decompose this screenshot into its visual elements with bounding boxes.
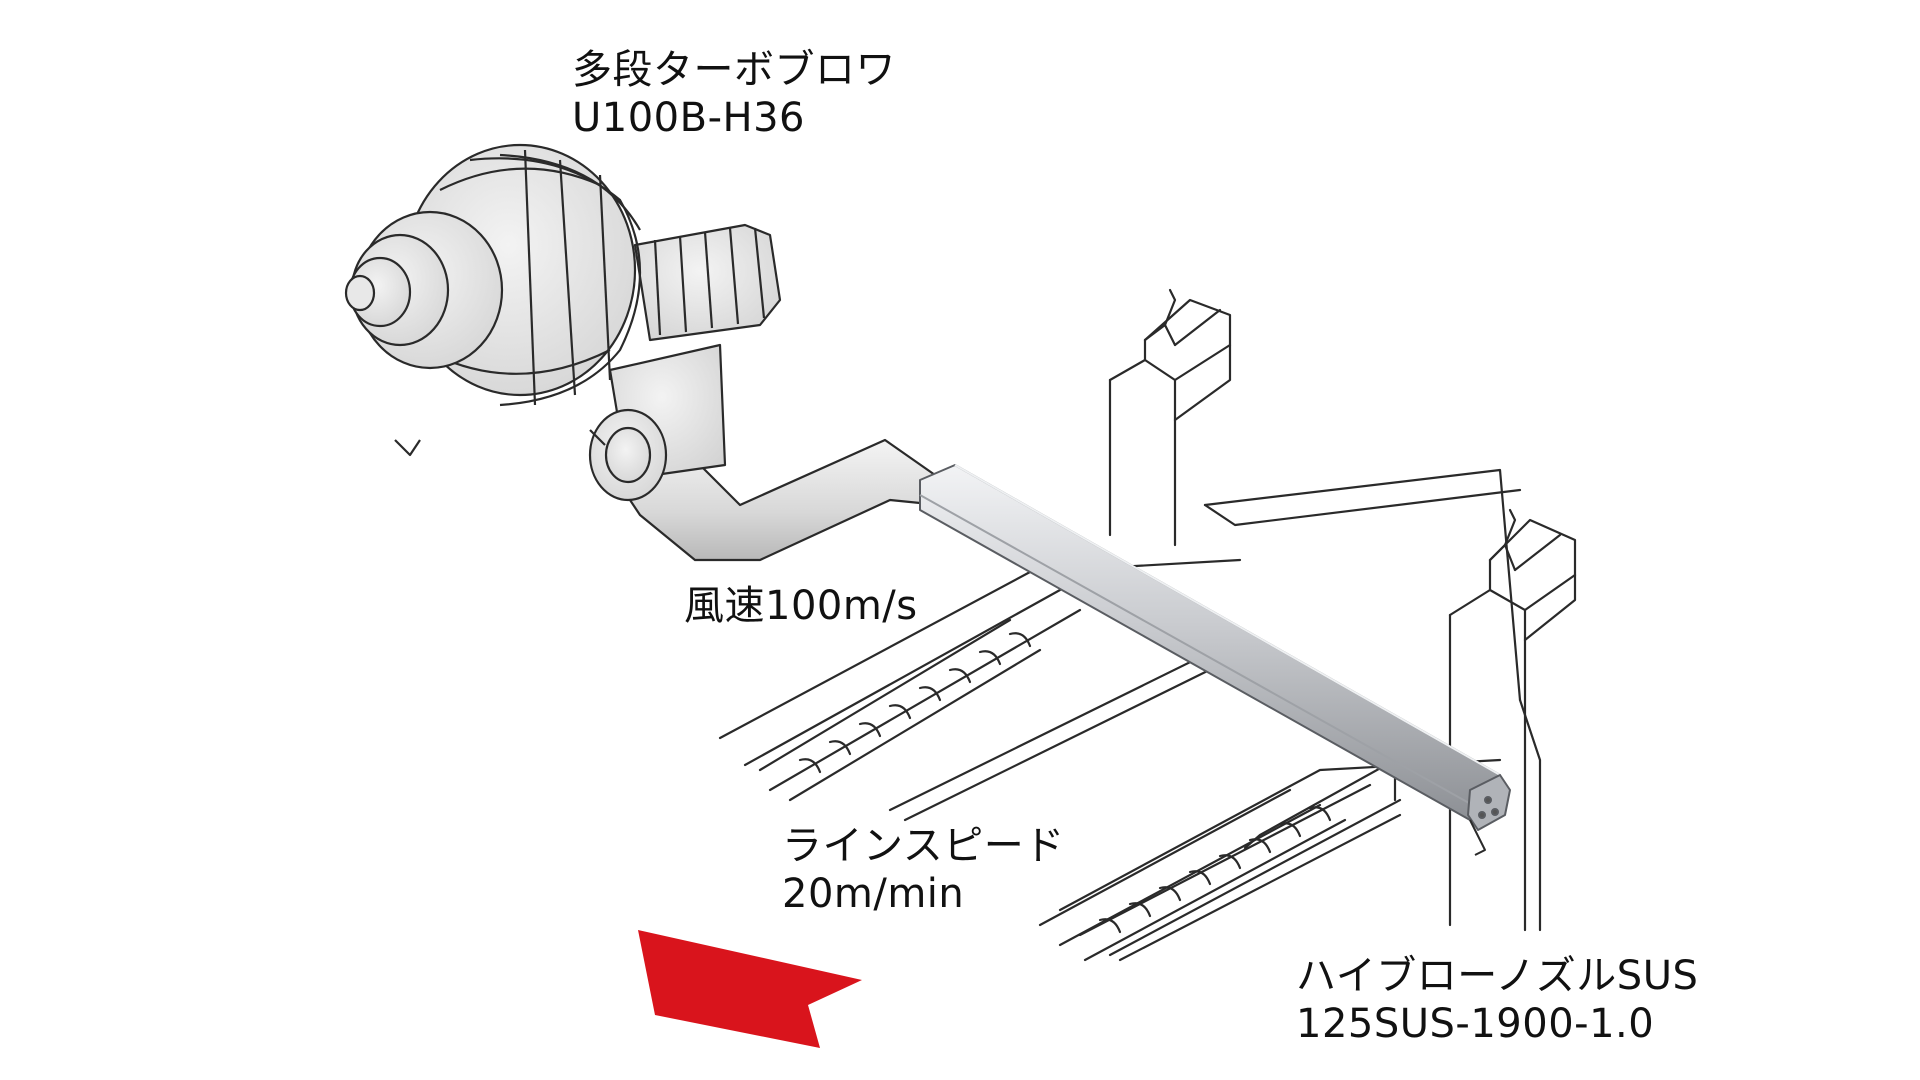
line-speed-title: ラインスピード xyxy=(782,823,1065,869)
blower-label: 多段ターボブロワ U100B-H36 xyxy=(572,46,896,142)
blower-model: U100B-H36 xyxy=(572,95,805,141)
nozzle-model: 125SUS-1900-1.0 xyxy=(1296,1001,1655,1047)
nozzle-label: ハイブローノズルSUS 125SUS-1900-1.0 xyxy=(1296,952,1698,1048)
turbo-blower-illustration xyxy=(344,143,782,502)
left-down-arrow xyxy=(638,930,862,1048)
air-nozzle-bar xyxy=(919,464,1511,856)
nozzle-name: ハイブローノズルSUS xyxy=(1296,953,1699,999)
line-speed-label: ラインスピード 20m/min xyxy=(782,822,1065,918)
wind-speed-text: 風速100m/s xyxy=(684,583,918,629)
blower-name: 多段ターボブロワ xyxy=(572,47,896,93)
line-speed-value: 20m/min xyxy=(782,871,965,917)
wind-speed-label: 風速100m/s xyxy=(684,582,918,630)
